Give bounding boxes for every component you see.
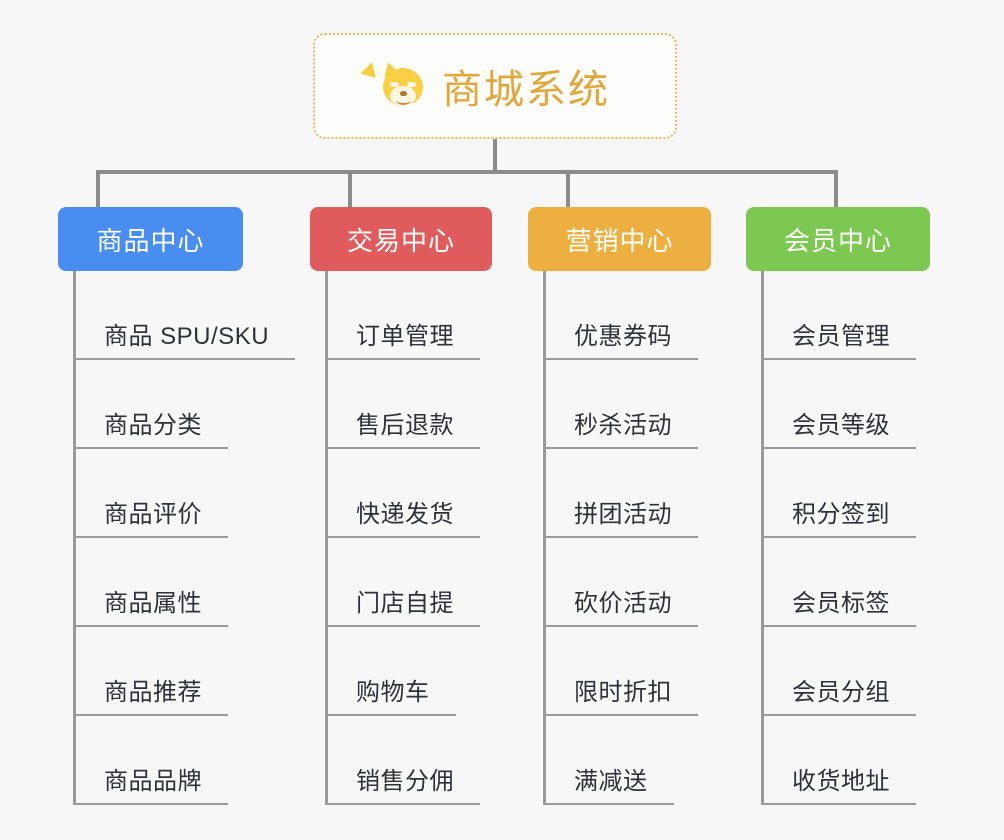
list-item[interactable]: 会员等级 xyxy=(764,360,930,449)
branch-column-marketing: 营销中心 优惠券码 秒杀活动 拼团活动 砍价活动 限时折扣 满减送 xyxy=(528,207,711,805)
list-item[interactable]: 商品评价 xyxy=(76,449,243,538)
list-item[interactable]: 销售分佣 xyxy=(328,716,492,805)
list-item[interactable]: 会员分组 xyxy=(764,627,930,716)
leaf-label: 商品 SPU/SKU xyxy=(104,323,270,350)
list-item[interactable]: 优惠券码 xyxy=(546,271,711,360)
list-item[interactable]: 快递发货 xyxy=(328,449,492,538)
leaf-label: 销售分佣 xyxy=(356,768,454,795)
leaf-label: 砍价活动 xyxy=(574,590,672,617)
connector-horizontal-bar xyxy=(96,170,838,174)
list-item[interactable]: 砍价活动 xyxy=(546,538,711,627)
list-item[interactable]: 商品 SPU/SKU xyxy=(76,271,296,360)
leaf-label: 商品评价 xyxy=(104,501,202,528)
leaf-label: 会员分组 xyxy=(792,679,890,706)
root-title: 商城系统 xyxy=(442,68,610,112)
connector-drop-2 xyxy=(348,172,352,208)
leaf-list-member: 会员管理 会员等级 积分签到 会员标签 会员分组 收货地址 xyxy=(761,271,930,805)
leaf-label: 限时折扣 xyxy=(574,679,672,706)
leaf-label: 拼团活动 xyxy=(574,501,672,528)
list-item[interactable]: 售后退款 xyxy=(328,360,492,449)
leaf-list-product: 商品 SPU/SKU 商品分类 商品评价 商品属性 商品推荐 商品品牌 xyxy=(73,271,296,805)
list-item[interactable]: 商品分类 xyxy=(76,360,243,449)
category-header-product[interactable]: 商品中心 xyxy=(58,207,243,271)
category-header-member[interactable]: 会员中心 xyxy=(746,207,930,271)
root-node[interactable]: 商城系统 xyxy=(313,33,677,139)
list-item[interactable]: 会员标签 xyxy=(764,538,930,627)
leaf-label: 购物车 xyxy=(356,679,430,706)
leaf-label: 商品推荐 xyxy=(104,679,202,706)
connector-drop-4 xyxy=(834,172,838,208)
list-item[interactable]: 拼团活动 xyxy=(546,449,711,538)
list-item[interactable]: 收货地址 xyxy=(764,716,930,805)
leaf-list-marketing: 优惠券码 秒杀活动 拼团活动 砍价活动 限时折扣 满减送 xyxy=(543,271,711,805)
connector-root-stem xyxy=(493,139,497,172)
leaf-list-trade: 订单管理 售后退款 快递发货 门店自提 购物车 销售分佣 xyxy=(325,271,492,805)
category-title: 商品中心 xyxy=(96,225,205,256)
list-item[interactable]: 商品推荐 xyxy=(76,627,243,716)
branch-column-product: 商品中心 商品 SPU/SKU 商品分类 商品评价 商品属性 商品推荐 商品品牌 xyxy=(58,207,296,805)
list-item[interactable]: 订单管理 xyxy=(328,271,492,360)
list-item[interactable]: 会员管理 xyxy=(764,271,930,360)
branch-column-trade: 交易中心 订单管理 售后退款 快递发货 门店自提 购物车 销售分佣 xyxy=(310,207,492,805)
leaf-label: 会员标签 xyxy=(792,590,890,617)
category-title: 交易中心 xyxy=(346,225,455,256)
list-item[interactable]: 限时折扣 xyxy=(546,627,711,716)
list-item[interactable]: 商品属性 xyxy=(76,538,243,627)
list-item[interactable]: 积分签到 xyxy=(764,449,930,538)
shiba-inu-face-icon xyxy=(360,60,428,110)
category-title: 营销中心 xyxy=(565,225,674,256)
leaf-label: 秒杀活动 xyxy=(574,412,672,439)
list-item[interactable]: 满减送 xyxy=(546,716,711,805)
leaf-label: 商品分类 xyxy=(104,412,202,439)
leaf-label: 满减送 xyxy=(574,768,648,795)
category-title: 会员中心 xyxy=(783,225,892,256)
category-header-trade[interactable]: 交易中心 xyxy=(310,207,492,271)
leaf-label: 会员等级 xyxy=(792,412,890,439)
leaf-label: 订单管理 xyxy=(356,323,454,350)
list-item[interactable]: 秒杀活动 xyxy=(546,360,711,449)
branch-column-member: 会员中心 会员管理 会员等级 积分签到 会员标签 会员分组 收货地址 xyxy=(746,207,930,805)
leaf-label: 积分签到 xyxy=(792,501,890,528)
leaf-label: 售后退款 xyxy=(356,412,454,439)
leaf-label: 会员管理 xyxy=(792,323,890,350)
leaf-label: 优惠券码 xyxy=(574,323,672,350)
connector-drop-3 xyxy=(566,172,570,208)
connector-drop-1 xyxy=(96,172,100,208)
list-item[interactable]: 门店自提 xyxy=(328,538,492,627)
leaf-label: 快递发货 xyxy=(356,501,454,528)
leaf-label: 商品品牌 xyxy=(104,768,202,795)
leaf-label: 收货地址 xyxy=(792,768,890,795)
leaf-label: 商品属性 xyxy=(104,590,202,617)
list-item[interactable]: 商品品牌 xyxy=(76,716,243,805)
leaf-label: 门店自提 xyxy=(356,590,454,617)
list-item[interactable]: 购物车 xyxy=(328,627,492,716)
category-header-marketing[interactable]: 营销中心 xyxy=(528,207,711,271)
